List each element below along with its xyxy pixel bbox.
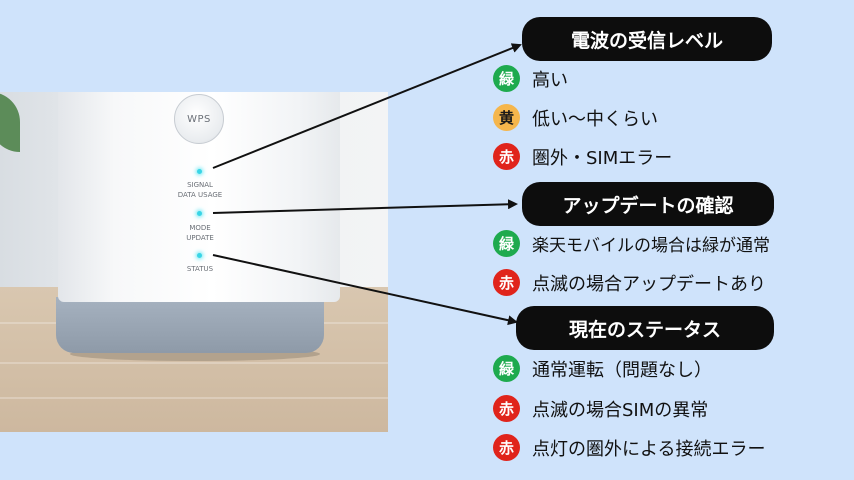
plant-leaf	[0, 92, 20, 152]
green-badge: 緑	[493, 355, 520, 382]
wps-button[interactable]: WPS	[174, 94, 224, 144]
wps-label: WPS	[187, 113, 211, 125]
signal-led	[197, 169, 202, 174]
list-item: 緑 楽天モバイルの場合は緑が通常	[493, 230, 770, 257]
item-text: 高い	[532, 69, 568, 91]
update-label-text: UPDATE	[186, 234, 214, 242]
item-text: 圏外・SIMエラー	[532, 147, 673, 169]
red-badge: 赤	[493, 395, 520, 422]
section-header-update: アップデートの確認	[522, 182, 774, 226]
router-photo: WPS SIGNAL DATA USAGE MODE UPDATE STATUS	[0, 92, 388, 432]
router-base	[56, 297, 324, 353]
list-item: 緑 高い	[493, 65, 568, 92]
red-badge: 赤	[493, 143, 520, 170]
item-text: 点滅の場合アップデートあり	[532, 273, 766, 295]
table-grain	[0, 397, 388, 399]
item-text: 楽天モバイルの場合は緑が通常	[532, 236, 770, 256]
green-badge: 緑	[493, 65, 520, 92]
item-text: 点灯の圏外による接続エラー	[532, 438, 766, 460]
mode-label-text: MODE	[189, 224, 211, 232]
signal-label: SIGNAL DATA USAGE	[140, 180, 260, 200]
green-badge: 緑	[493, 230, 520, 257]
item-text: 通常運転（問題なし）	[532, 359, 712, 381]
list-item: 赤 点灯の圏外による接続エラー	[493, 434, 765, 461]
list-item: 緑 通常運転（問題なし）	[493, 355, 712, 382]
mode-label: MODE UPDATE	[140, 223, 260, 243]
data-usage-label-text: DATA USAGE	[177, 191, 223, 199]
section-header-status: 現在のステータス	[516, 306, 774, 350]
list-item: 黄 低い〜中くらい	[493, 104, 658, 131]
section-header-signal: 電波の受信レベル	[522, 17, 772, 61]
list-item: 赤 点滅の場合アップデートあり	[493, 269, 766, 296]
red-badge: 赤	[493, 269, 520, 296]
list-item: 赤 点滅の場合SIMの異常	[493, 395, 708, 422]
signal-label-text: SIGNAL	[187, 181, 213, 189]
item-text: 点滅の場合SIMの異常	[532, 399, 709, 421]
red-badge: 赤	[493, 434, 520, 461]
yellow-badge: 黄	[493, 104, 520, 131]
item-text: 低い〜中くらい	[532, 108, 658, 130]
table-grain	[0, 362, 388, 364]
status-led	[197, 253, 202, 258]
mode-led	[197, 211, 202, 216]
status-label-text: STATUS	[186, 265, 214, 273]
list-item: 赤 圏外・SIMエラー	[493, 143, 672, 170]
status-label: STATUS	[140, 264, 260, 274]
